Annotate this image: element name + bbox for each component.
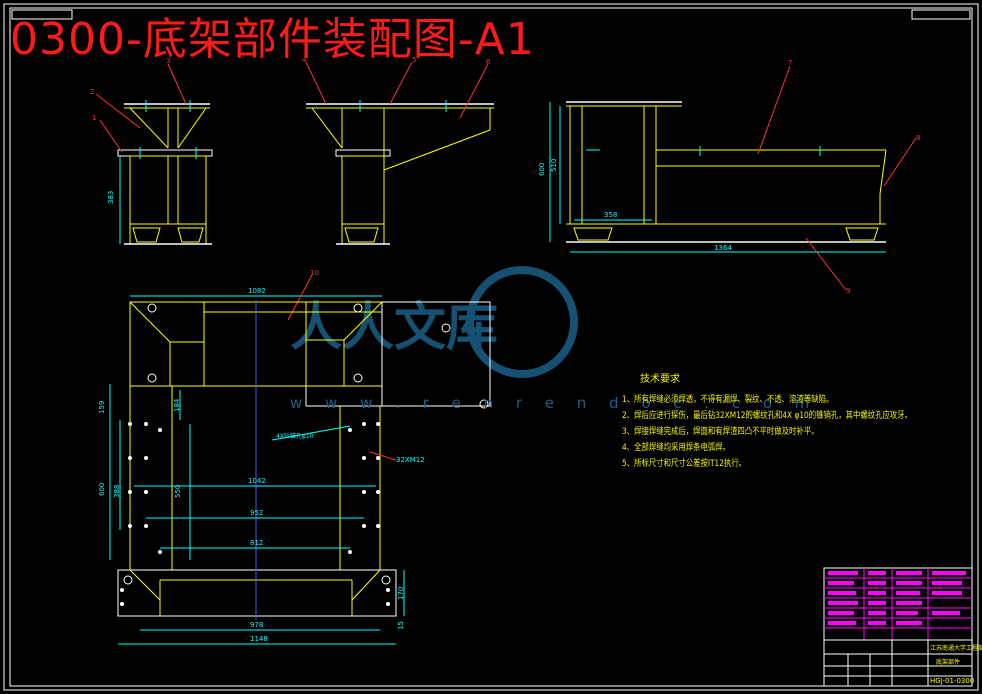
dim-front-height: 383 xyxy=(107,191,115,204)
dim-plan-159: 159 xyxy=(98,401,106,414)
callout-6: 6 xyxy=(486,58,491,66)
note-item: 5、所标尺寸和尺寸公差按IT12执行。 xyxy=(622,459,747,469)
dim-plan-952: 952 xyxy=(250,509,263,517)
watermark-brand: 人人文库 xyxy=(290,298,498,358)
note-item: 3、焊接焊缝完成后，焊面和有焊渣四凸不平时做及时补平。 xyxy=(622,427,819,437)
dim-side-358: 358 xyxy=(604,211,617,219)
dim-plan-184: 184 xyxy=(173,398,181,412)
callout-8: 8 xyxy=(916,134,920,142)
callout-3: 3 xyxy=(166,57,170,65)
dim-side-510: 510 xyxy=(550,159,558,172)
inner-border xyxy=(9,7,973,687)
dim-plan-1148: 1148 xyxy=(250,635,268,643)
corner-label-box xyxy=(11,9,73,20)
watermark-url: w w w . r e n r e n d o c . c o m xyxy=(290,394,819,412)
dim-plan-812: 812 xyxy=(250,539,263,547)
callout-9: 9 xyxy=(846,287,850,295)
note-item: 2、焊后应进行探伤，最后钻32XM12的螺纹孔和4X φ10的锥销孔，其中螺纹孔… xyxy=(622,411,913,421)
title-drawing-number: HGJ-01-0300 xyxy=(930,677,974,685)
dim-plan-1042: 1042 xyxy=(248,477,266,485)
callout-7: 7 xyxy=(788,59,792,67)
corner-label-box-right xyxy=(911,9,971,20)
callout-4: 4 xyxy=(302,56,307,64)
dim-plan-600: 600 xyxy=(98,483,106,496)
dim-side-600: 600 xyxy=(538,163,546,176)
dim-plan-1082: 1082 xyxy=(248,287,266,295)
dim-plan-15: 15 xyxy=(397,621,405,630)
callout-10: 10 xyxy=(310,269,319,277)
bolt-note: 32XM12 xyxy=(396,456,425,464)
dim-plan-978: 978 xyxy=(250,621,263,629)
sheet-title: 0300-底架部件装配图-A1 xyxy=(10,14,535,65)
technical-notes: 技术要求 1、所有焊缝必须焊透，不得有漏焊、裂纹、不透、溶渣等缺陷。 2、焊后应… xyxy=(622,372,976,472)
note-item: 4、全部焊缝均采用焊条电弧焊。 xyxy=(622,443,731,453)
dim-side-1364: 1364 xyxy=(714,244,732,252)
front-view-right: 4 5 6 xyxy=(302,56,494,245)
note-item: 1、所有焊缝必须焊透，不得有漏焊、裂纹、不透、溶渣等缺陷。 xyxy=(622,395,834,405)
dim-plan-170: 170 xyxy=(397,587,405,600)
title-drawing-name: 底架部件 xyxy=(936,658,960,666)
title-company: 江苏南通大学工程部 xyxy=(930,644,982,652)
title-block: 江苏南通大学工程部 底架部件 HGJ-01-0300 xyxy=(823,567,982,687)
dim-plan-388: 388 xyxy=(113,485,121,498)
side-view: 600 510 358 1364 7 8 9 xyxy=(538,59,920,295)
front-view-left: 383 1 2 3 xyxy=(90,57,213,245)
plan-view: 1082 10 xyxy=(98,269,491,645)
watermark-logo: 人人文库 xyxy=(290,266,578,378)
callout-2: 2 xyxy=(90,88,94,96)
hole-note: 4X钻锚孔φ10 xyxy=(276,432,314,440)
callout-5: 5 xyxy=(412,56,416,64)
dim-plan-550: 550 xyxy=(174,485,182,498)
notes-title: 技术要求 xyxy=(640,374,680,385)
callout-1: 1 xyxy=(92,114,96,122)
outer-border xyxy=(3,3,979,691)
